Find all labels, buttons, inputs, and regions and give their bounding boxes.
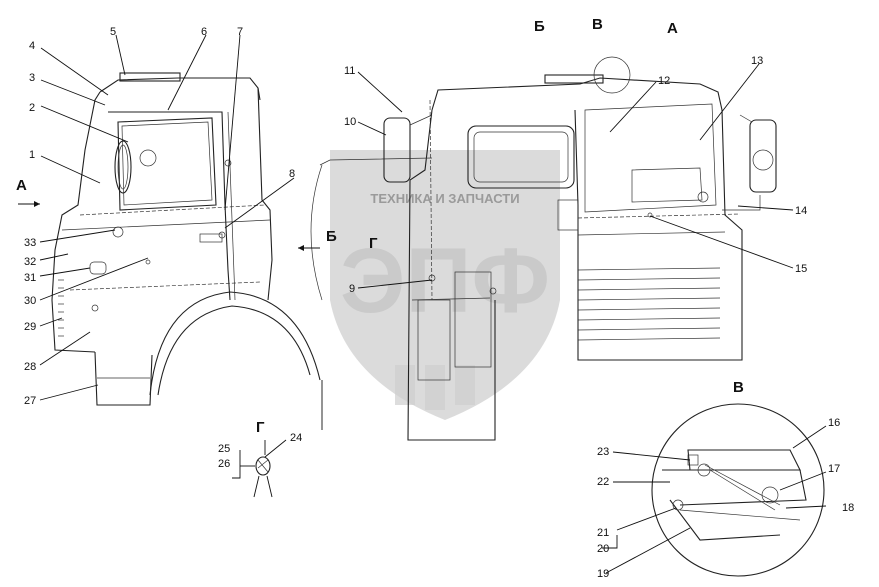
view-label-b-top: Б [534,18,545,35]
view-labels: А Б В А Б Г Г В [16,16,744,436]
detail-v [651,403,825,577]
view-label-a-left: А [16,177,27,194]
cab-side-view [51,72,323,430]
callout-28: 28 [24,361,36,373]
watermark-caption: ТЕХНИКА И ЗАПЧАСТИ [370,191,519,206]
callout-4: 4 [29,40,35,52]
callout-27: 27 [24,395,36,407]
callout-10: 10 [344,116,356,128]
callout-24: 24 [290,432,302,444]
callout-6: 6 [201,26,207,38]
callout-1: 1 [29,149,35,161]
callout-2: 2 [29,102,35,114]
callout-3: 3 [29,72,35,84]
callout-13: 13 [751,55,763,67]
callout-18: 18 [842,502,854,514]
callout-numbers: 1 2 3 4 5 6 7 8 9 10 11 12 13 14 15 16 1… [24,26,854,580]
callout-7: 7 [237,26,243,38]
callout-25: 25 [218,443,230,455]
callout-29: 29 [24,321,36,333]
callout-8: 8 [289,168,295,180]
callout-17: 17 [828,463,840,475]
callout-12: 12 [658,75,670,87]
callout-20: 20 [597,543,609,555]
leader-lines [39,34,827,574]
callout-26: 26 [218,458,230,470]
callout-21: 21 [597,527,609,539]
callout-30: 30 [24,295,36,307]
callout-31: 31 [24,272,36,284]
callout-22: 22 [597,476,609,488]
view-label-v-detail: В [733,379,744,396]
cab-rear-view [310,56,777,441]
callout-23: 23 [597,446,609,458]
detail-g [253,440,273,498]
watermark-letters: ЭПФ [340,230,550,332]
view-label-v-top: В [592,16,603,33]
callout-15: 15 [795,263,807,275]
view-arrows [18,201,320,251]
view-label-g-mark: Г [369,235,378,252]
callout-19: 19 [597,568,609,580]
callout-14: 14 [795,205,807,217]
watermark: ТЕХНИКА И ЗАПЧАСТИ ЭПФ [330,150,560,420]
callout-32: 32 [24,256,36,268]
callout-5: 5 [110,26,116,38]
callout-16: 16 [828,417,840,429]
view-label-a-top: А [667,20,678,37]
view-label-g-detail: Г [256,419,265,436]
view-label-b-arrow: Б [326,228,337,245]
callout-11: 11 [344,65,355,77]
callout-33: 33 [24,237,36,249]
callout-9: 9 [349,283,355,295]
